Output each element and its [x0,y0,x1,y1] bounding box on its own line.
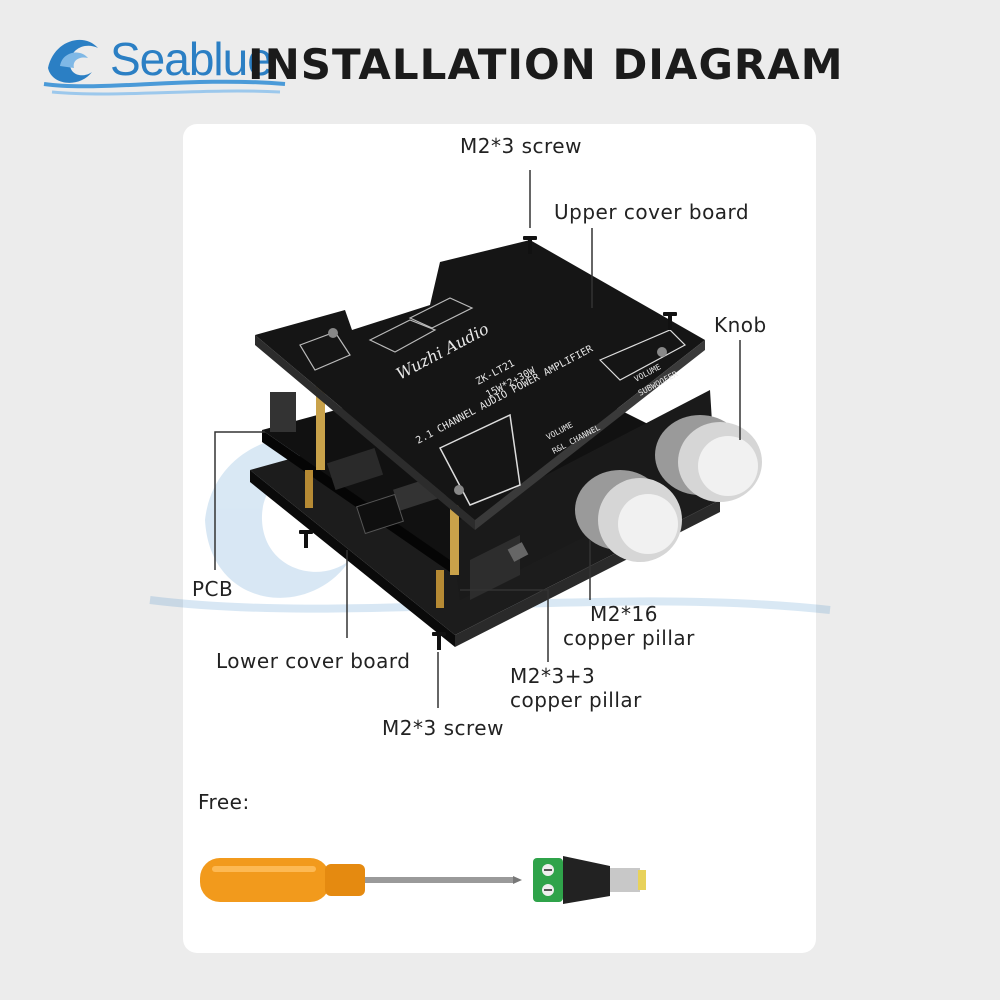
leader-lines [214,170,741,708]
label-m2-3-3: M2*3+3 [510,664,596,688]
brand-name: Seablue [110,33,273,85]
label-copper-pillar-16: copper pillar [563,626,695,650]
page-title: INSTALLATION DIAGRAM [248,40,844,89]
label-free: Free: [198,790,250,814]
copper-pillars [305,385,459,608]
knob-left [575,470,682,562]
dc-connector-icon [533,856,646,904]
label-screw-top: M2*3 screw [460,134,582,158]
screw-icon-right [663,312,677,330]
label-screw-bottom: M2*3 screw [382,716,504,740]
screwdriver-icon [200,858,522,902]
label-copper-pillar-3-3: copper pillar [510,688,642,712]
screw-icon-top [523,236,537,254]
screw-icon-bottom [432,632,446,650]
screw-icon-left [299,530,313,548]
seablue-logo: Seablue [40,18,290,98]
label-lower-cover-board: Lower cover board [216,649,411,673]
knob-right [655,415,762,502]
label-pcb: PCB [192,577,234,601]
label-upper-cover-board: Upper cover board [554,200,750,224]
label-m2-16: M2*16 [590,602,658,626]
wave-logo-icon [43,39,286,96]
label-knob: Knob [714,313,767,337]
upper-cover-board: Wuzhi Audio ZK-LT21 15W*2+30W 2.1 CHANNE… [255,240,705,530]
